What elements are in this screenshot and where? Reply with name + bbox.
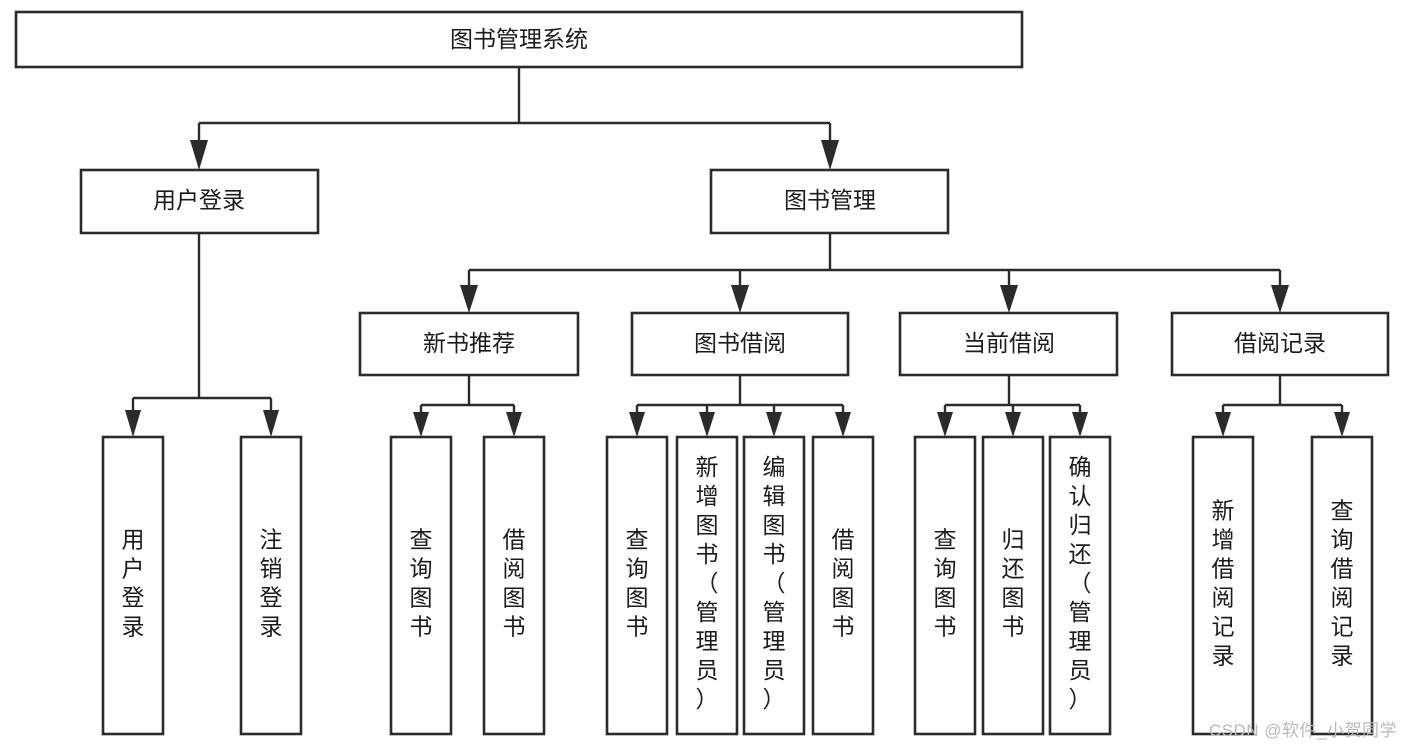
node-borrow-record[interactable]: 借阅记录 <box>1170 311 1390 377</box>
node-root[interactable]: 图书管理系统 <box>14 10 1024 69</box>
node-leaf-return-book-label: 归还图书 <box>1002 527 1025 640</box>
node-leaf-query-record-box[interactable] <box>1310 435 1374 736</box>
node-current-borrow-label: 当前借阅 <box>963 330 1055 356</box>
node-leaf-user-login-label: 用户登录 <box>122 527 145 640</box>
arrow-to-book-manage <box>821 140 839 170</box>
node-user-login-box[interactable] <box>79 168 320 235</box>
node-leaf-borrow-book-1-label: 借阅图书 <box>503 527 526 640</box>
node-leaf-query-book-2-box[interactable] <box>605 435 669 736</box>
arrow-to-user-login <box>190 140 208 170</box>
node-book-borrow-label: 图书借阅 <box>694 330 786 356</box>
node-book-manage-label: 图书管理 <box>784 187 876 213</box>
connector-layer <box>125 67 1350 437</box>
node-leaf-query-book-1-box[interactable] <box>389 435 453 736</box>
arrow-to-leaf-query-book-1 <box>413 412 429 437</box>
node-leaf-query-book-2[interactable]: 查询图书 <box>605 435 669 736</box>
arrow-to-leaf-add-record <box>1215 412 1231 437</box>
node-leaf-borrow-book-2[interactable]: 借阅图书 <box>811 435 875 736</box>
arrow-to-current-borrow <box>1000 285 1018 313</box>
node-user-login-label: 用户登录 <box>153 187 245 213</box>
node-leaf-confirm-return[interactable]: 确认归还（管理员） <box>1048 435 1112 736</box>
node-root-box[interactable] <box>14 10 1024 69</box>
node-leaf-query-record[interactable]: 查询借阅记录 <box>1310 435 1374 736</box>
node-current-borrow-box[interactable] <box>898 311 1119 377</box>
node-leaf-add-record-box[interactable] <box>1191 435 1255 736</box>
node-leaf-query-book-1-label: 查询图书 <box>410 527 433 640</box>
node-current-borrow[interactable]: 当前借阅 <box>898 311 1119 377</box>
node-new-book-recommend-box[interactable] <box>358 311 580 377</box>
node-leaf-return-book-box[interactable] <box>981 435 1045 736</box>
node-leaf-borrow-book-1[interactable]: 借阅图书 <box>482 435 546 736</box>
node-leaf-add-record-label: 新增借阅记录 <box>1212 498 1235 669</box>
node-leaf-query-book-3-label: 查询图书 <box>934 527 957 640</box>
arrow-to-leaf-add-book <box>699 412 715 437</box>
node-book-manage-box[interactable] <box>709 168 950 235</box>
node-borrow-record-box[interactable] <box>1170 311 1390 377</box>
arrow-to-leaf-query-book-3 <box>937 412 953 437</box>
node-root-label: 图书管理系统 <box>450 26 588 52</box>
arrow-to-book-borrow <box>731 285 749 313</box>
node-leaf-return-book[interactable]: 归还图书 <box>981 435 1045 736</box>
node-leaf-edit-book-label: 编辑图书（管理员） <box>763 454 786 712</box>
arrow-to-leaf-return-book <box>1005 412 1021 437</box>
arrow-to-leaf-user-logout <box>263 410 279 437</box>
arrow-to-new-book-recommend <box>460 285 478 313</box>
arrow-to-leaf-query-book-2 <box>629 412 645 437</box>
arrow-to-leaf-borrow-book-1 <box>506 412 522 437</box>
node-leaf-query-book-3-box[interactable] <box>913 435 977 736</box>
node-leaf-user-login[interactable]: 用户登录 <box>101 435 165 736</box>
node-borrow-record-label: 借阅记录 <box>1234 330 1326 356</box>
node-leaf-confirm-return-box[interactable] <box>1048 435 1112 736</box>
node-book-borrow[interactable]: 图书借阅 <box>630 311 850 377</box>
node-leaf-query-record-label: 查询借阅记录 <box>1331 498 1354 669</box>
node-leaf-add-book-box[interactable] <box>675 435 739 736</box>
node-leaf-add-record[interactable]: 新增借阅记录 <box>1191 435 1255 736</box>
arrow-to-leaf-confirm-return <box>1072 412 1088 437</box>
node-leaf-query-book-3[interactable]: 查询图书 <box>913 435 977 736</box>
arrow-to-leaf-user-login <box>125 410 141 437</box>
node-leaf-edit-book[interactable]: 编辑图书（管理员） <box>742 435 806 736</box>
node-leaf-confirm-return-label: 确认归还（管理员） <box>1069 454 1092 712</box>
node-leaf-borrow-book-2-box[interactable] <box>811 435 875 736</box>
arrow-to-leaf-edit-book <box>766 412 782 437</box>
node-leaf-query-book-1[interactable]: 查询图书 <box>389 435 453 736</box>
node-new-book-recommend-label: 新书推荐 <box>423 330 515 356</box>
arrow-to-borrow-record <box>1271 285 1289 313</box>
arrow-to-leaf-query-record <box>1334 412 1350 437</box>
node-leaf-add-book[interactable]: 新增图书（管理员） <box>675 435 739 736</box>
node-leaf-user-logout-box[interactable] <box>239 435 303 736</box>
node-leaf-borrow-book-1-box[interactable] <box>482 435 546 736</box>
node-leaf-user-login-box[interactable] <box>101 435 165 736</box>
node-leaf-user-logout[interactable]: 注销登录 <box>239 435 303 736</box>
arrow-to-leaf-borrow-book-2 <box>835 412 851 437</box>
node-leaf-query-book-2-label: 查询图书 <box>626 527 649 640</box>
node-leaf-add-book-label: 新增图书（管理员） <box>696 454 719 712</box>
node-book-borrow-box[interactable] <box>630 311 850 377</box>
node-new-book-recommend[interactable]: 新书推荐 <box>358 311 580 377</box>
node-leaf-user-logout-label: 注销登录 <box>260 527 283 640</box>
csdn-watermark: CSDN @软件_小贺同学 <box>1208 721 1397 740</box>
node-user-login[interactable]: 用户登录 <box>79 168 320 235</box>
node-leaf-borrow-book-2-label: 借阅图书 <box>832 527 855 640</box>
node-leaf-edit-book-box[interactable] <box>742 435 806 736</box>
node-book-manage[interactable]: 图书管理 <box>709 168 950 235</box>
